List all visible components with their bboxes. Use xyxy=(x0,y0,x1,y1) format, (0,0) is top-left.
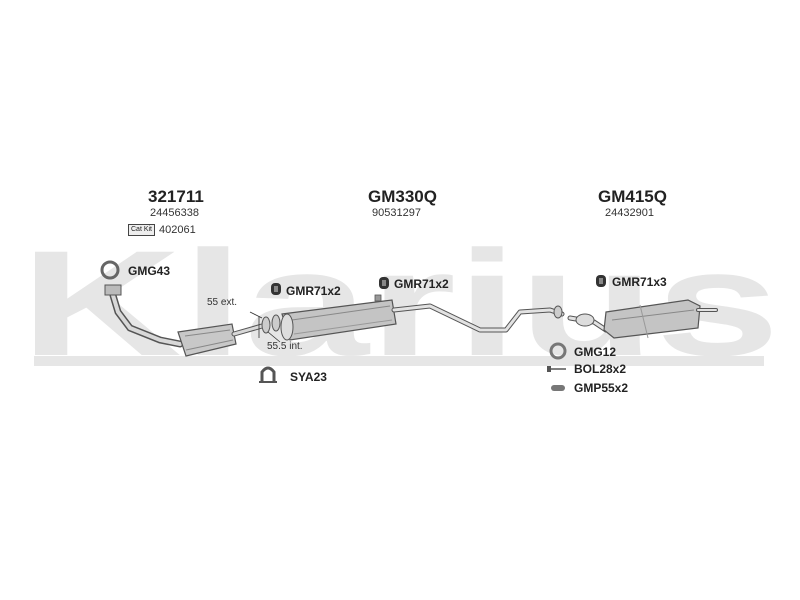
rubber-hanger-icon xyxy=(379,277,389,289)
group-title-centre: GM330Q xyxy=(368,187,437,206)
cat-kit-row: Cat Kit 402061 xyxy=(128,224,196,236)
cat-kit-badge: Cat Kit xyxy=(128,224,156,236)
group-partnumber-cat: 24456338 xyxy=(150,207,199,219)
gasket-ring-icon xyxy=(549,342,567,360)
fitting-gmr71x2-front: GMR71x2 xyxy=(286,284,341,298)
intermediate-pipe xyxy=(391,303,565,333)
fitting-gmr71x2-centre: GMR71x2 xyxy=(394,277,449,291)
fitting-gmp55x2: GMP55x2 xyxy=(574,381,629,395)
fitting-sya23: SYA23 xyxy=(290,370,327,384)
group-title-rear: GM415Q xyxy=(598,187,667,206)
bolt-icon xyxy=(547,366,566,372)
rubber-hanger-icon xyxy=(271,283,281,295)
watermark-bar xyxy=(34,356,764,366)
group-title-cat: 321711 xyxy=(148,187,204,206)
dimension-int: 55.5 int. xyxy=(267,341,303,352)
mounting-pad-icon xyxy=(551,385,565,391)
gasket-ring-icon xyxy=(100,260,120,280)
front-downpipe xyxy=(104,284,184,348)
fitting-gmg43: GMG43 xyxy=(128,264,171,278)
manifold-flange xyxy=(104,284,122,296)
dimension-ext: 55 ext. xyxy=(207,297,238,308)
fitting-bol28x2: BOL28x2 xyxy=(574,362,627,376)
group-partnumber-centre: 90531297 xyxy=(372,207,421,219)
catalytic-converter xyxy=(177,323,265,357)
clamp-icon xyxy=(259,366,277,383)
rubber-hanger-icon xyxy=(596,275,606,287)
fitting-gmr71x3: GMR71x3 xyxy=(612,275,667,289)
group-partnumber-rear: 24432901 xyxy=(605,207,654,219)
centre-silencer xyxy=(280,294,397,341)
cat-kit-number: 402061 xyxy=(159,224,196,236)
fitting-gmg12: GMG12 xyxy=(574,345,617,359)
joint-clamp xyxy=(258,314,281,338)
rear-silencer xyxy=(567,299,718,339)
